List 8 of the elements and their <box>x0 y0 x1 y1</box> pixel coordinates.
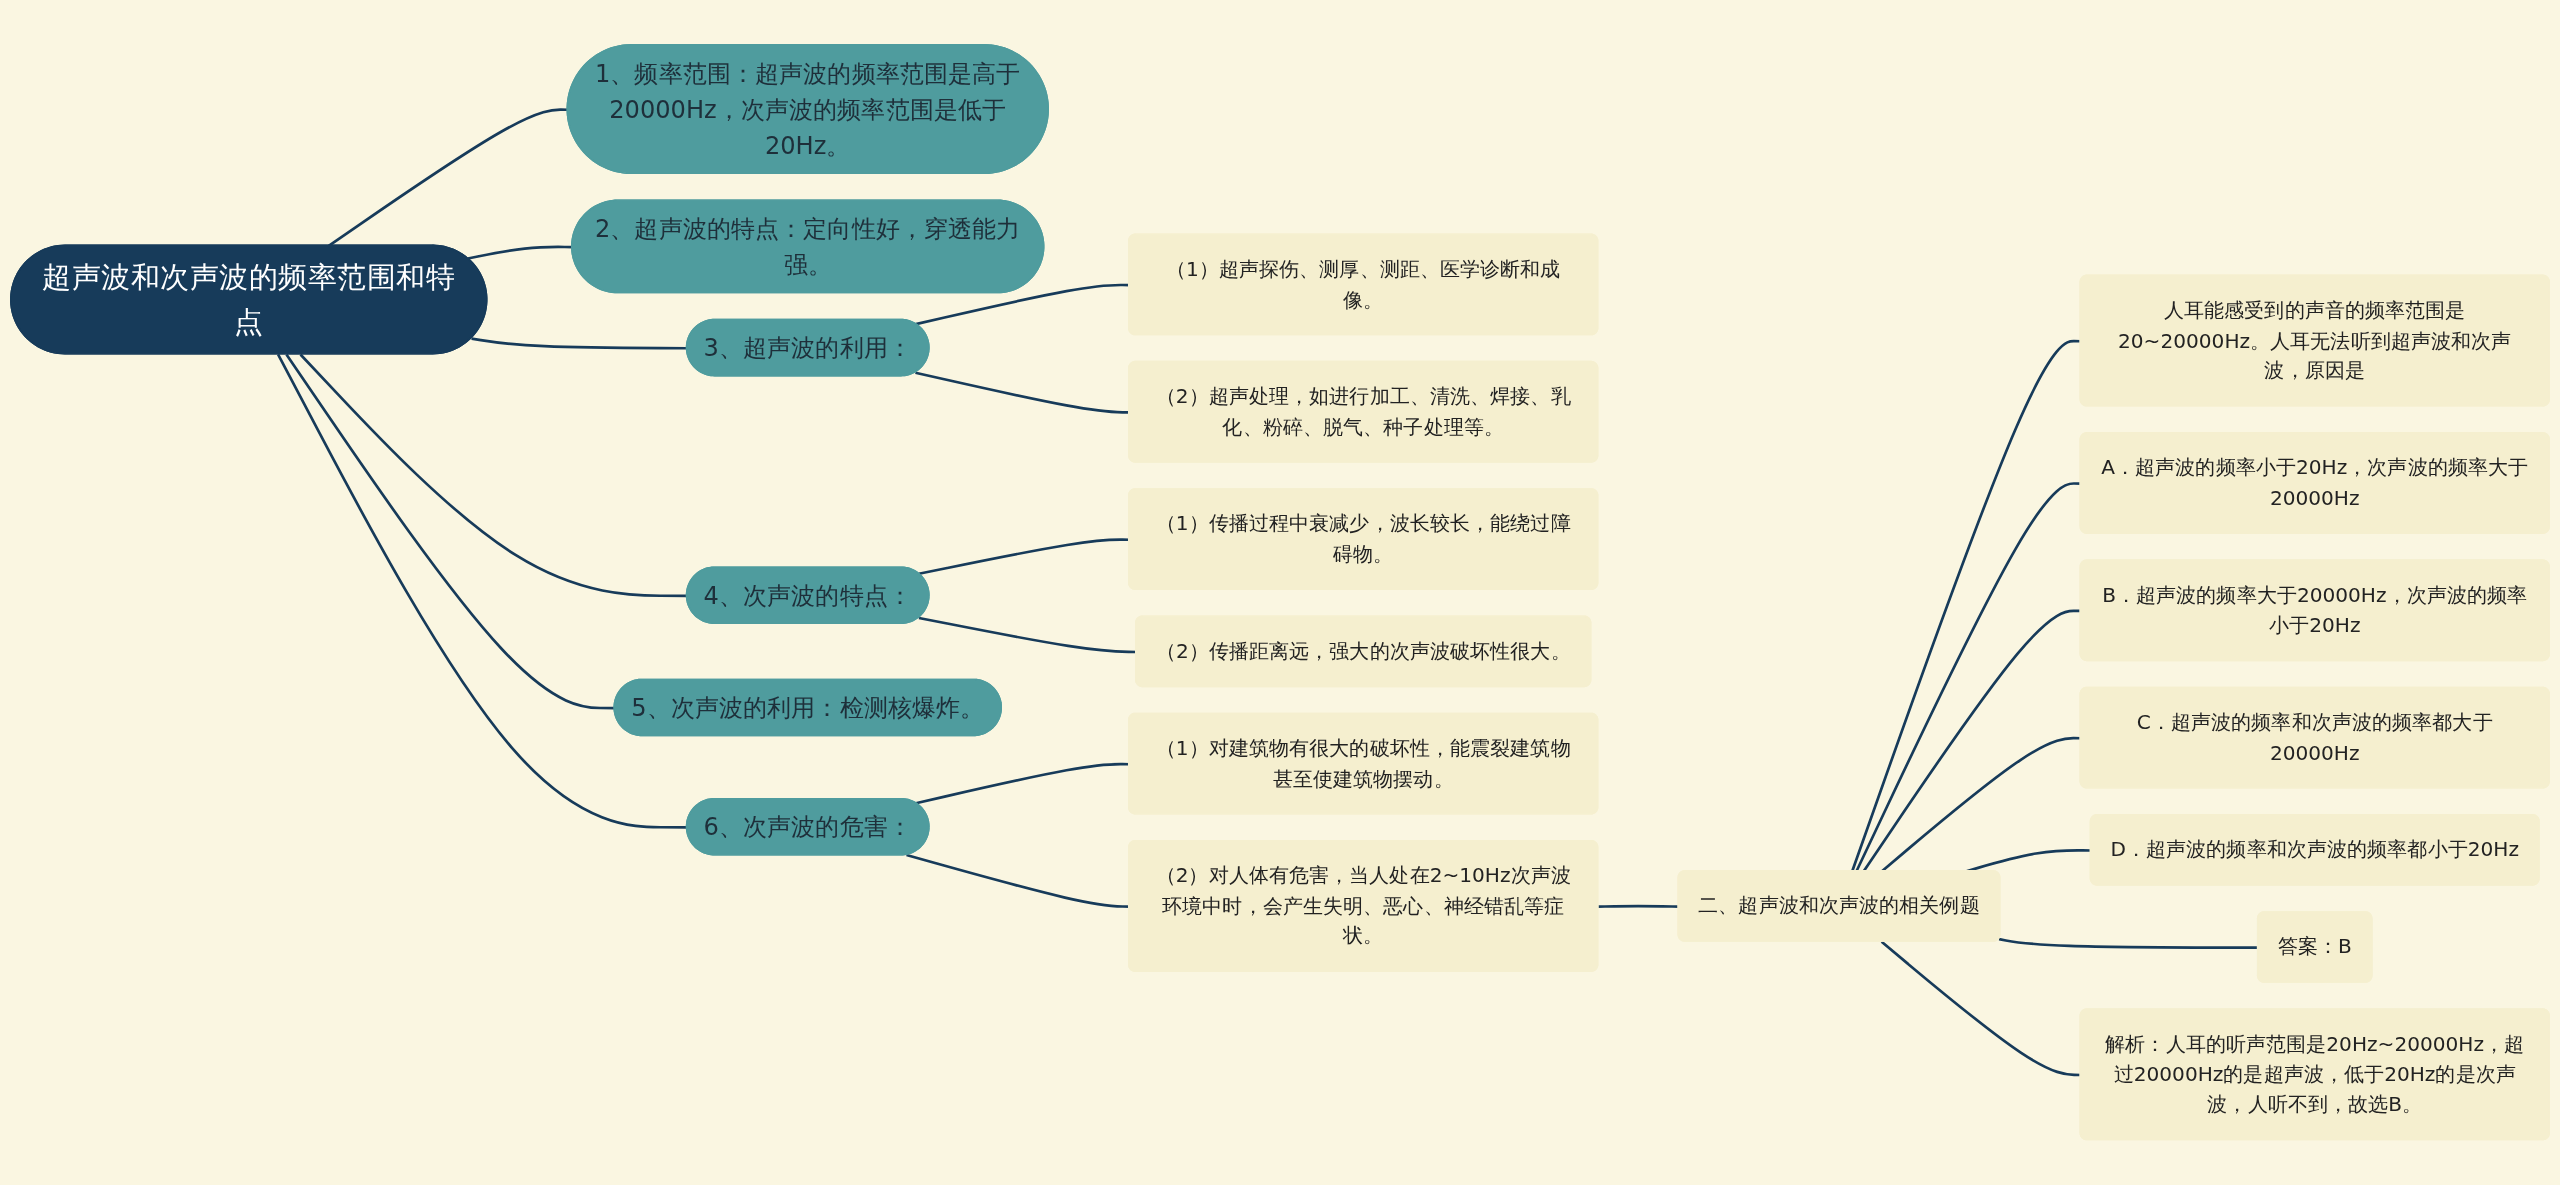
connector <box>1598 905 1679 909</box>
connector <box>1855 482 2081 873</box>
connector <box>1862 609 2081 873</box>
connector <box>467 245 573 261</box>
connector <box>1880 737 2081 873</box>
connector <box>1850 340 2081 873</box>
connector <box>1880 941 2081 1077</box>
connector <box>285 354 615 710</box>
